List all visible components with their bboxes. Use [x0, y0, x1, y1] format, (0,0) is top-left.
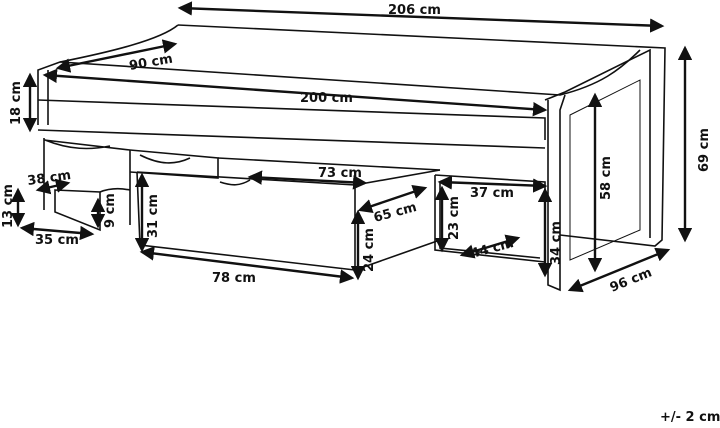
label-inner-length: 200 cm: [300, 91, 353, 106]
label-small-drawer-height: 13 cm: [1, 184, 16, 228]
label-small-drawer-depth: 35 cm: [35, 233, 79, 248]
label-rail-height: 18 cm: [9, 81, 24, 125]
label-large-drawer-width: 73 cm: [318, 166, 362, 181]
label-overall-length: 206 cm: [388, 3, 441, 18]
label-right-drawer-width: 37 cm: [470, 186, 514, 201]
label-large-drawer-front-width: 78 cm: [212, 271, 256, 286]
label-large-drawer-front-height: 31 cm: [146, 194, 161, 238]
label-total-height: 69 cm: [697, 128, 712, 172]
label-small-drawer-inner-height: 9 cm: [103, 193, 118, 228]
label-depth-top: 90 cm: [128, 52, 174, 74]
label-right-drawer-outer-height: 34 cm: [549, 221, 564, 265]
label-small-drawer-width: 38 cm: [26, 168, 72, 189]
label-side-height: 58 cm: [599, 156, 614, 200]
label-right-drawer-height: 23 cm: [447, 196, 462, 240]
label-large-drawer-height: 24 cm: [362, 228, 377, 272]
dimension-lines: [10, 1, 693, 293]
label-total-depth: 96 cm: [608, 265, 654, 295]
label-tolerance: +/- 2 cm: [660, 410, 720, 425]
dimension-labels: 206 cm 90 cm 200 cm 18 cm 69 cm 58 cm 96…: [1, 3, 720, 425]
